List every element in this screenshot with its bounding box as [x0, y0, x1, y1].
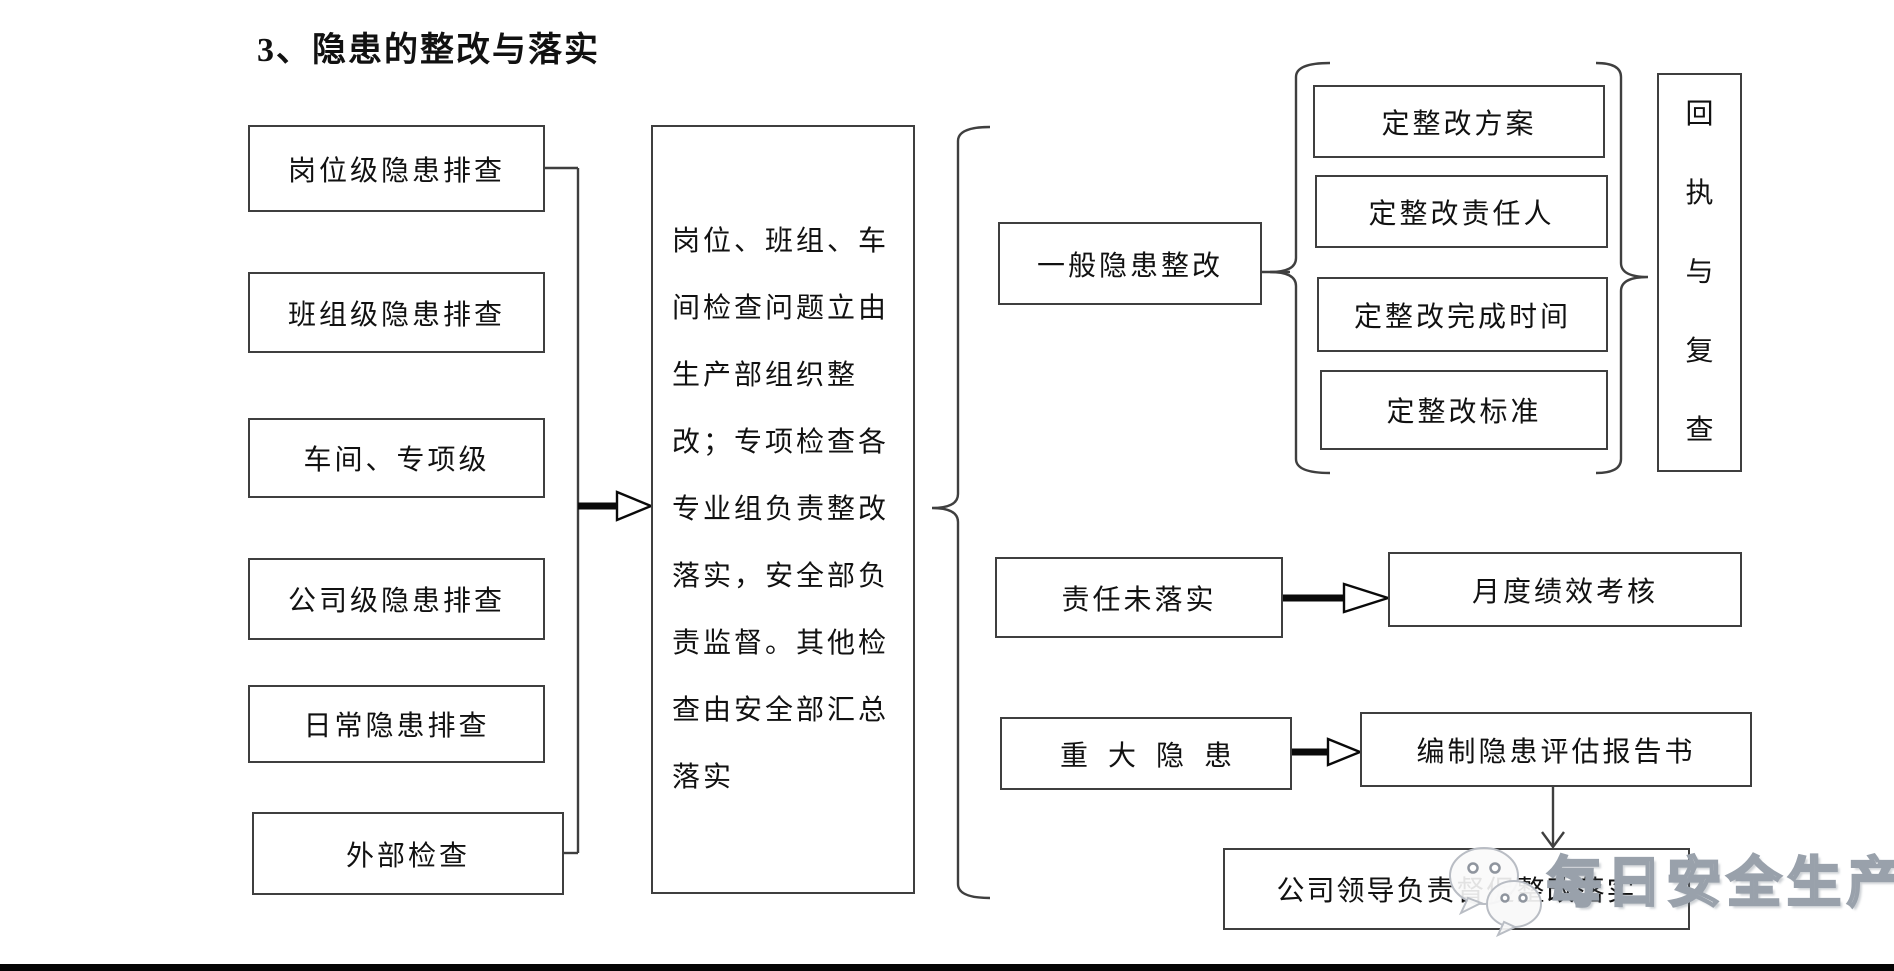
box-company-level-check: 公司级隐患排查: [248, 558, 545, 640]
watermark: 每日安全生产: [1448, 838, 1894, 938]
page-title: 3、隐患的整改与落实: [257, 32, 600, 69]
box-daily-check: 日常隐患排查: [248, 685, 545, 763]
box-central-description: 岗位、班组、车 间检查问题立由 生产部组织整 改；专项检查各 专业组负责整改 落…: [651, 125, 915, 894]
box-workshop-special-level: 车间、专项级: [248, 418, 545, 498]
box-major-hidden-danger: 重大隐患: [1000, 717, 1292, 790]
bottom-divider-bar: [0, 964, 1894, 971]
box-step-responsible-person: 定整改责任人: [1315, 175, 1608, 248]
steps-right-brace: [1595, 61, 1649, 475]
box-evaluation-report: 编制隐患评估报告书: [1360, 712, 1752, 787]
thick-arrow-unfulfilled-head: [1342, 582, 1392, 614]
box-external-inspection: 外部检查: [252, 812, 564, 895]
thick-arrow-center-head: [615, 490, 655, 522]
box-post-level-check: 岗位级隐患排查: [248, 125, 545, 212]
box-receipt-and-recheck: 回执与复查: [1657, 73, 1742, 472]
box-step-standard: 定整改标准: [1320, 370, 1608, 450]
box-responsibility-unfulfilled: 责任未落实: [995, 557, 1283, 638]
watermark-text: 每日安全生产: [1546, 852, 1894, 915]
steps-left-brace: [1269, 61, 1331, 475]
box-monthly-performance-assessment: 月度绩效考核: [1388, 552, 1742, 627]
thick-arrow-major-head: [1326, 737, 1364, 767]
down-arrow-head: [1541, 831, 1565, 850]
box-general-rectification: 一般隐患整改: [998, 222, 1262, 305]
box-team-level-check: 班组级隐患排查: [248, 272, 545, 353]
receipt-and-recheck-text: 回执与复查: [1685, 99, 1714, 446]
big-left-brace: [931, 125, 991, 900]
wechat-icon: [1449, 847, 1542, 938]
box-step-completion-time: 定整改完成时间: [1317, 277, 1608, 352]
central-description-text: 岗位、班组、车 间检查问题立由 生产部组织整 改；专项检查各 专业组负责整改 落…: [672, 226, 890, 793]
box-step-plan: 定整改方案: [1313, 85, 1605, 158]
